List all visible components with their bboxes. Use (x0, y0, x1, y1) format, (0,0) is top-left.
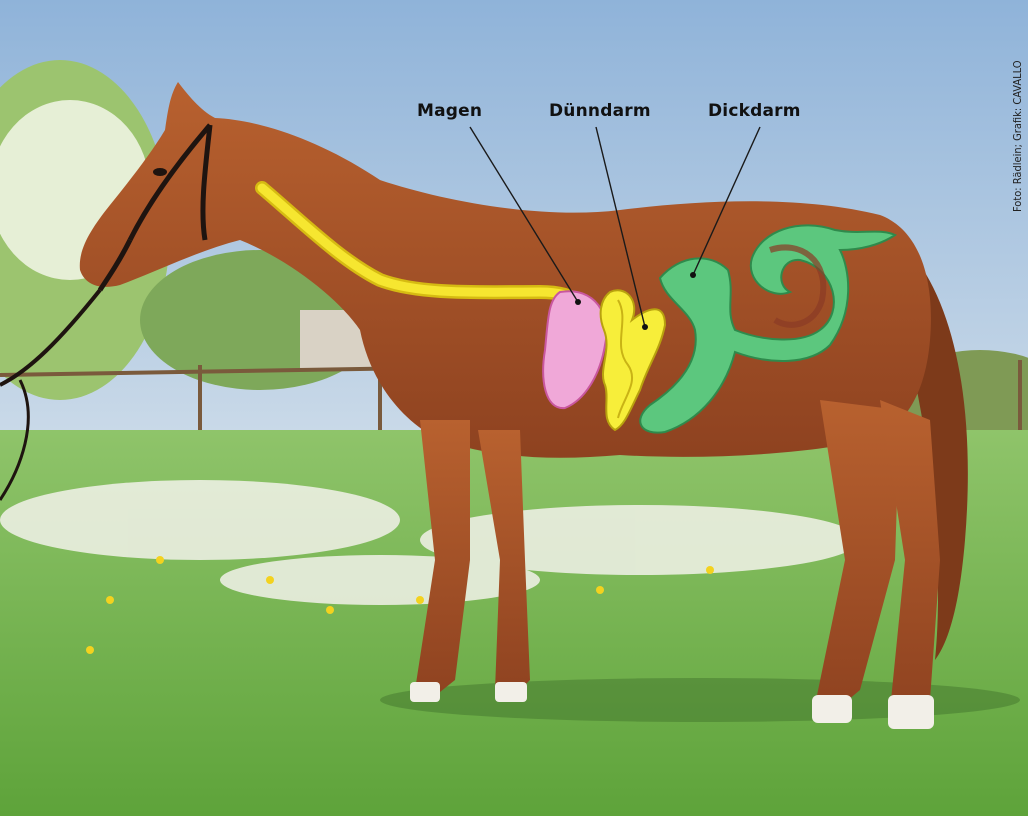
label-small-intestine: Dünndarm (549, 101, 651, 121)
photo-credit: Foto: Rädlein; Grafik: CAVALLO (1011, 60, 1024, 212)
label-stomach: Magen (417, 101, 482, 121)
label-large-intestine: Dickdarm (708, 101, 801, 121)
horse-eye (153, 168, 167, 176)
